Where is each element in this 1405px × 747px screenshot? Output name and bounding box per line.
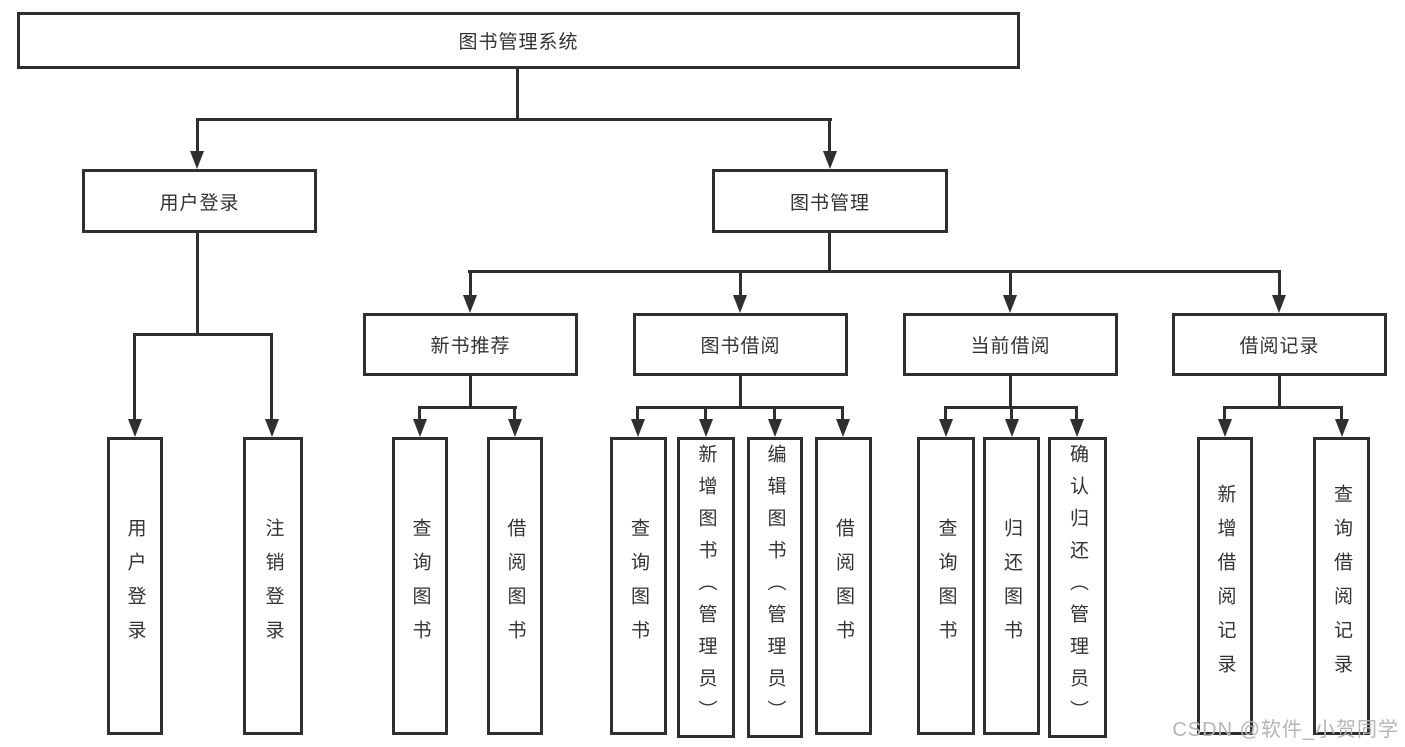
leaf-confirm-return-admin: 确认归还（管理员）: [1048, 437, 1107, 738]
leaf-label: 用户登录: [124, 518, 146, 654]
edge-stub: [513, 406, 516, 422]
node-library-management-system: 图书管理系统: [17, 12, 1020, 69]
leaf-label: 查询图书: [628, 518, 649, 654]
leaf-add-book-admin: 新增图书（管理员）: [677, 437, 735, 738]
edge-borrow-records-stem: [1278, 376, 1281, 409]
arrow-to-leaf-user-login: [128, 419, 142, 437]
edge-stub: [704, 406, 707, 422]
arrow-to-leaf: [508, 419, 522, 437]
arrow-to-leaf: [1335, 419, 1349, 437]
leaf-logout: 注销登录: [243, 437, 303, 735]
edge-user-login-split: [133, 333, 273, 336]
leaf-query-books-2: 查询图书: [610, 437, 667, 735]
edge-stub: [944, 406, 947, 422]
edge-book-borrow-split: [636, 406, 844, 409]
arrow-to-leaf: [699, 419, 713, 437]
edge-borrow-records-split: [1223, 406, 1343, 409]
edge-to-current-borrow: [1009, 270, 1012, 297]
node-label: 图书借阅: [700, 336, 781, 357]
leaf-label: 借阅图书: [504, 518, 526, 654]
leaf-return-book: 归还图书: [983, 437, 1040, 735]
edge-new-book-recommend-stem: [469, 376, 472, 409]
arrow-to-leaf-logout: [265, 419, 279, 437]
leaf-label: 确认归还（管理员）: [1067, 443, 1088, 732]
node-label: 当前借阅: [970, 336, 1051, 357]
leaf-label: 查询图书: [935, 518, 957, 654]
edge-stub: [773, 406, 776, 422]
csdn-watermark: CSDN @软件_小贺同学: [1172, 719, 1399, 741]
arrow-to-leaf: [1218, 419, 1232, 437]
edge-stub: [1010, 406, 1013, 422]
node-new-book-recommend: 新书推荐: [363, 313, 578, 376]
node-label: 借阅记录: [1239, 336, 1320, 357]
leaf-label: 查询图书: [409, 518, 431, 654]
leaf-borrow-books-1: 借阅图书: [487, 437, 543, 735]
node-label: 图书管理系统: [458, 32, 579, 53]
node-label: 图书管理: [789, 192, 870, 214]
edge-book-borrow-stem: [739, 376, 742, 409]
edge-to-leaf-user-login: [133, 333, 136, 421]
edge-current-borrow-stem: [1009, 376, 1012, 409]
node-borrow-records: 借阅记录: [1172, 313, 1387, 376]
leaf-label: 归还图书: [1001, 518, 1022, 654]
arrow-to-book-borrow: [733, 295, 747, 313]
leaf-query-borrow-record: 查询借阅记录: [1313, 437, 1370, 735]
edge-stub: [841, 406, 844, 422]
edge-stub: [636, 406, 639, 422]
edge-user-login-stem: [196, 233, 199, 335]
edge-stub: [1340, 406, 1343, 422]
edge-stub: [1075, 406, 1078, 422]
arrow-to-user-login: [190, 151, 204, 169]
arrow-to-new-book-recommend: [463, 295, 477, 313]
arrow-to-leaf: [1005, 419, 1019, 437]
arrow-to-leaf: [631, 419, 645, 437]
edge-to-borrow-records: [1278, 270, 1281, 297]
edge-to-book-borrow: [739, 270, 742, 297]
leaf-label: 借阅图书: [833, 518, 854, 654]
edge-to-new-book-recommend: [469, 270, 472, 297]
arrow-to-leaf: [768, 419, 782, 437]
edge-stub: [1223, 406, 1226, 422]
arrow-to-book-management: [823, 151, 837, 169]
node-label: 新书推荐: [430, 336, 511, 357]
leaf-add-borrow-record: 新增借阅记录: [1197, 437, 1253, 735]
edge-to-leaf-logout: [270, 333, 273, 421]
node-book-borrow: 图书借阅: [633, 313, 848, 376]
edge-new-book-recommend-split: [418, 406, 517, 409]
arrow-to-current-borrow: [1003, 295, 1017, 313]
edge-root-split: [196, 118, 832, 121]
leaf-user-login: 用户登录: [107, 437, 163, 735]
leaf-borrow-books-2: 借阅图书: [815, 437, 872, 735]
edge-root-stem: [516, 69, 519, 121]
leaf-label: 新增借阅记录: [1214, 484, 1236, 688]
arrow-to-leaf: [939, 419, 953, 437]
node-book-management: 图书管理: [712, 169, 948, 233]
leaf-label: 注销登录: [262, 518, 284, 654]
arrow-to-borrow-records: [1272, 295, 1286, 313]
edge-book-management-split: [468, 270, 1281, 273]
leaf-query-books-3: 查询图书: [917, 437, 975, 735]
edge-book-management-stem: [828, 233, 831, 273]
edge-to-user-login: [196, 118, 199, 153]
node-current-borrow: 当前借阅: [903, 313, 1118, 376]
leaf-label: 新增图书（管理员）: [695, 443, 717, 732]
edge-stub: [418, 406, 421, 422]
leaf-query-books-1: 查询图书: [392, 437, 448, 735]
arrow-to-leaf: [1070, 419, 1084, 437]
arrow-to-leaf: [836, 419, 850, 437]
node-user-login: 用户登录: [82, 169, 317, 233]
arrow-to-leaf: [413, 419, 427, 437]
leaf-label: 查询借阅记录: [1331, 484, 1352, 688]
edge-to-book-management: [828, 118, 831, 153]
node-label: 用户登录: [159, 192, 240, 214]
leaf-label: 编辑图书（管理员）: [764, 443, 786, 732]
leaf-edit-book-admin: 编辑图书（管理员）: [747, 437, 803, 738]
